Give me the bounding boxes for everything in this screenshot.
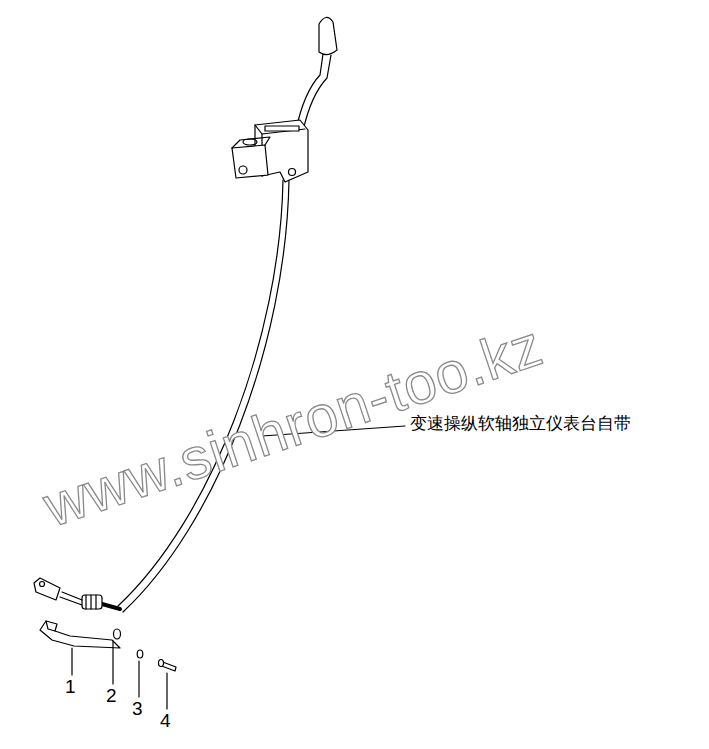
leader-line xyxy=(112,641,113,684)
mount-block xyxy=(232,137,270,148)
callout-number: 2 xyxy=(106,686,117,707)
spring-washer xyxy=(137,650,143,658)
leader-line xyxy=(71,648,72,675)
callout-number: 3 xyxy=(132,699,143,720)
leader-line xyxy=(138,661,139,697)
cable-end xyxy=(102,604,120,609)
gate-slots xyxy=(265,126,299,131)
mount-hole xyxy=(243,139,257,145)
lever-knob xyxy=(319,17,337,54)
mount-block xyxy=(232,145,268,178)
cable-nut xyxy=(82,595,102,609)
mount-bolt xyxy=(239,166,247,174)
washer xyxy=(114,629,121,639)
cable-rod xyxy=(60,592,82,605)
cable-nut xyxy=(86,595,96,609)
lever-housing xyxy=(255,125,305,134)
shift-lever xyxy=(303,55,331,131)
flexible-shaft xyxy=(123,180,289,612)
shift-lever xyxy=(296,54,323,130)
bolt-head xyxy=(159,660,164,667)
flexible-shaft xyxy=(118,180,283,606)
bracket xyxy=(46,621,55,631)
mount-bolt xyxy=(289,169,296,176)
cable-clevis xyxy=(34,578,60,600)
callout-number: 4 xyxy=(160,711,171,732)
clevis-hole xyxy=(40,582,45,587)
part-note: 变速操纵软轴独立仪表台自带 xyxy=(408,414,633,433)
leader-line xyxy=(166,673,167,709)
callout-number: 1 xyxy=(65,677,76,698)
bracket xyxy=(40,621,120,648)
